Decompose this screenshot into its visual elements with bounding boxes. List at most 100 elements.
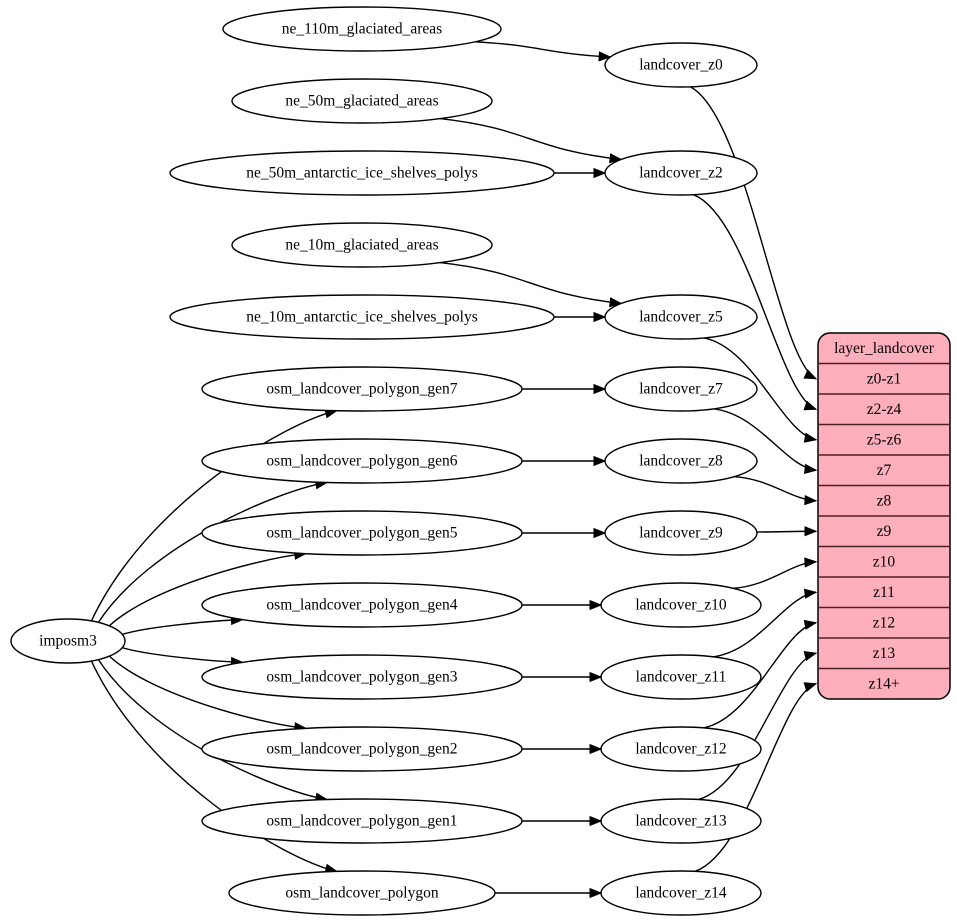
node-label: landcover_z8	[639, 453, 723, 470]
table-row-z2-z4[interactable]: z2-z4	[867, 401, 902, 418]
edge-imposm3-to-osm_landcover_polygon_gen7	[90, 410, 337, 622]
edge-arrowhead	[589, 887, 603, 899]
edge-arrowhead	[803, 463, 818, 474]
node-label: landcover_z9	[639, 525, 723, 542]
table-row-z11[interactable]: z11	[873, 584, 895, 601]
table-row-label: z2-z4	[867, 401, 902, 418]
edge-landcover_z12-to-row-z12	[703, 622, 817, 729]
node-ne_10m_glaciated_areas[interactable]: ne_10m_glaciated_areas	[231, 222, 493, 268]
table-row-label: z12	[873, 614, 895, 631]
table-row-z9[interactable]: z9	[877, 523, 892, 540]
node-label: ne_50m_antarctic_ice_shelves_polys	[246, 165, 478, 182]
node-landcover_z7[interactable]: landcover_z7	[604, 366, 758, 412]
table-row-z0-z1[interactable]: z0-z1	[867, 370, 901, 387]
node-label: osm_landcover_polygon_gen5	[266, 525, 457, 542]
edge-arrowhead	[589, 815, 603, 827]
node-label: landcover_z13	[635, 813, 726, 830]
node-landcover_z2[interactable]: landcover_z2	[604, 150, 758, 196]
edge-arrowhead	[803, 432, 818, 443]
edge-arrowhead	[804, 526, 818, 537]
edge-arrowhead	[598, 51, 612, 62]
node-osm_landcover_polygon_gen1[interactable]: osm_landcover_polygon_gen1	[201, 798, 523, 844]
edge-landcover_z13-to-row-z13	[698, 652, 817, 801]
node-osm_landcover_polygon_gen4[interactable]: osm_landcover_polygon_gen4	[201, 582, 523, 628]
table-row-z8[interactable]: z8	[877, 492, 892, 509]
edge-arrowhead	[589, 743, 603, 755]
edge-arrowhead	[803, 369, 818, 380]
table-row-z7[interactable]: z7	[877, 462, 892, 479]
table-row-z13[interactable]: z13	[873, 645, 896, 662]
node-osm_landcover_polygon_gen3[interactable]: osm_landcover_polygon_gen3	[201, 654, 523, 700]
node-landcover_z0[interactable]: landcover_z0	[604, 42, 758, 88]
table-row-z10[interactable]: z10	[873, 553, 896, 570]
node-label: ne_10m_antarctic_ice_shelves_polys	[246, 309, 478, 326]
table-row-label: z13	[873, 645, 896, 662]
layer-landcover-table[interactable]: layer_landcover z0-z1 z2-z4 z5-z6 z7 z8 z9 z10 z…	[817, 332, 951, 700]
node-label: ne_110m_glaciated_areas	[282, 21, 442, 38]
node-landcover_z10[interactable]: landcover_z10	[600, 582, 762, 628]
edge-arrowhead	[593, 167, 607, 179]
edge-arrowhead	[803, 588, 818, 599]
edge-landcover_z0-to-row-z0-z1	[690, 86, 817, 380]
table-row-label: z10	[873, 553, 896, 570]
edge-ne_50m_glaciated_areas-to-landcover_z2	[439, 117, 622, 161]
node-osm_landcover_polygon_gen5[interactable]: osm_landcover_polygon_gen5	[201, 510, 523, 556]
node-landcover_z8[interactable]: landcover_z8	[604, 438, 758, 484]
node-label: imposm3	[39, 633, 97, 650]
node-ne_50m_glaciated_areas[interactable]: ne_50m_glaciated_areas	[231, 78, 493, 124]
edge-landcover_z8-to-row-z8	[734, 475, 817, 502]
node-landcover_z11[interactable]: landcover_z11	[600, 654, 762, 700]
node-label: landcover_z14	[635, 885, 726, 902]
node-label: osm_landcover_polygon_gen2	[266, 741, 457, 758]
node-label: osm_landcover_polygon_gen3	[266, 669, 457, 686]
edge-landcover_z2-to-row-z2-z4	[693, 194, 817, 410]
edge-landcover_z14-to-row-z14+	[694, 683, 817, 872]
table-row-label: z11	[873, 584, 895, 601]
node-label: landcover_z2	[639, 165, 723, 182]
node-ne_50m_antarctic_ice_shelves_polys[interactable]: ne_50m_antarctic_ice_shelves_polys	[169, 150, 555, 196]
edge-imposm3-to-osm_landcover_polygon	[90, 660, 337, 873]
edge-arrowhead	[804, 557, 818, 568]
edge-landcover_z5-to-row-z5-z6	[703, 337, 817, 441]
node-label: osm_landcover_polygon_gen1	[266, 813, 457, 830]
edge-arrowhead	[609, 153, 623, 164]
node-landcover_z14[interactable]: landcover_z14	[600, 870, 762, 916]
node-label: osm_landcover_polygon	[285, 885, 439, 902]
edge-imposm3-to-osm_landcover_polygon_gen5	[108, 552, 306, 627]
node-osm_landcover_polygon_gen2[interactable]: osm_landcover_polygon_gen2	[201, 726, 523, 772]
table-row-label: z0-z1	[867, 370, 901, 387]
edge-arrowhead	[593, 455, 607, 467]
node-osm_landcover_polygon[interactable]: osm_landcover_polygon	[228, 870, 496, 916]
node-label: landcover_z7	[639, 381, 723, 398]
node-osm_landcover_polygon_gen6[interactable]: osm_landcover_polygon_gen6	[201, 438, 523, 484]
node-label: osm_landcover_polygon_gen6	[266, 453, 457, 470]
edge-imposm3-to-osm_landcover_polygon_gen4	[122, 618, 243, 636]
table-row-z12[interactable]: z12	[873, 614, 895, 631]
node-landcover_z12[interactable]: landcover_z12	[600, 726, 762, 772]
node-label: landcover_z5	[639, 309, 723, 326]
table-header-label: layer_landcover	[834, 340, 935, 357]
node-ne_110m_glaciated_areas[interactable]: ne_110m_glaciated_areas	[222, 6, 502, 52]
table-row-label: z7	[877, 462, 892, 479]
node-imposm3[interactable]: imposm3	[10, 618, 126, 664]
edge-arrowhead	[589, 671, 603, 683]
table-row-z5-z6[interactable]: z5-z6	[867, 431, 902, 448]
node-layer: imposm3 ne_110m_glaciated_areas ne_50m_gla…	[10, 6, 762, 916]
node-ne_10m_antarctic_ice_shelves_polys[interactable]: ne_10m_antarctic_ice_shelves_polys	[169, 294, 555, 340]
edge-arrowhead	[593, 383, 607, 395]
table-row-z14+[interactable]: z14+	[868, 675, 899, 692]
edge-arrowhead	[803, 400, 818, 411]
node-landcover_z5[interactable]: landcover_z5	[604, 294, 758, 340]
edge-imposm3-to-osm_landcover_polygon_gen2	[108, 655, 306, 730]
node-landcover_z9[interactable]: landcover_z9	[604, 510, 758, 556]
node-osm_landcover_polygon_gen7[interactable]: osm_landcover_polygon_gen7	[201, 366, 523, 412]
node-label: osm_landcover_polygon_gen4	[266, 597, 457, 614]
edge-arrowhead	[804, 494, 818, 506]
node-label: osm_landcover_polygon_gen7	[266, 381, 457, 398]
edge-arrowhead	[609, 297, 623, 308]
node-landcover_z13[interactable]: landcover_z13	[600, 798, 762, 844]
node-label: landcover_z11	[636, 669, 727, 686]
node-label: ne_10m_glaciated_areas	[285, 237, 438, 254]
node-label: ne_50m_glaciated_areas	[285, 93, 438, 110]
